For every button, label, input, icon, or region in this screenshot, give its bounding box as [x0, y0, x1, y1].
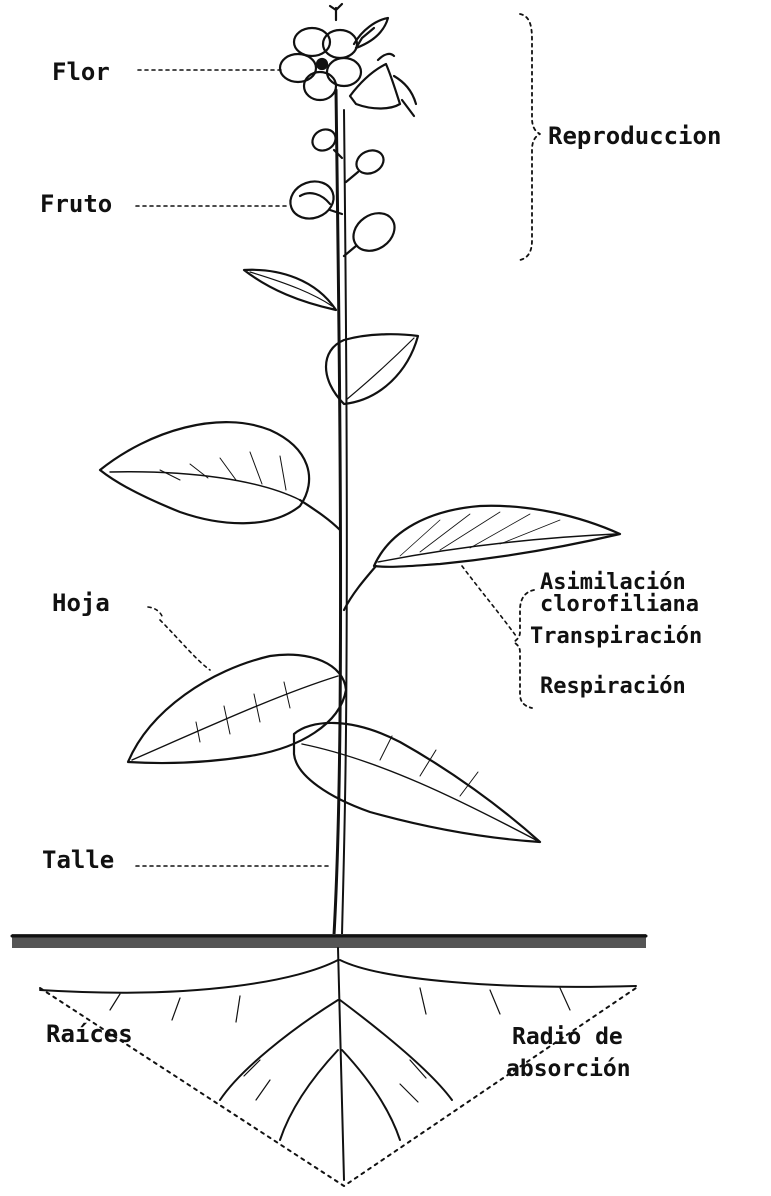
label-fruto: Fruto	[40, 192, 112, 216]
bracket-reproduccion	[520, 14, 540, 260]
leader-lines	[136, 70, 516, 866]
label-radio-2: absorción	[506, 1058, 631, 1081]
label-flor: Flor	[52, 60, 110, 84]
label-asimilacion-1: Asimilación	[540, 572, 686, 594]
label-raices: Raíces	[46, 1022, 133, 1046]
label-talle: Talle	[42, 848, 114, 872]
label-reproduccion: Reproduccion	[548, 124, 721, 148]
label-respiracion: Respiración	[540, 676, 686, 698]
label-hoja: Hoja	[52, 591, 110, 615]
stem-inner	[342, 110, 347, 935]
label-radio-1: Radio de	[512, 1026, 623, 1049]
stem	[334, 90, 341, 935]
leaf-6	[294, 723, 540, 842]
leaf-small	[244, 270, 336, 310]
absorption-radius	[40, 988, 636, 1186]
flower	[280, 4, 416, 116]
leaf-3	[100, 422, 340, 530]
label-asimilacion-2: clorofiliana	[540, 594, 699, 616]
label-transpiracion: Transpiración	[530, 626, 702, 648]
soil	[12, 934, 646, 948]
bracket-functions	[514, 590, 534, 708]
